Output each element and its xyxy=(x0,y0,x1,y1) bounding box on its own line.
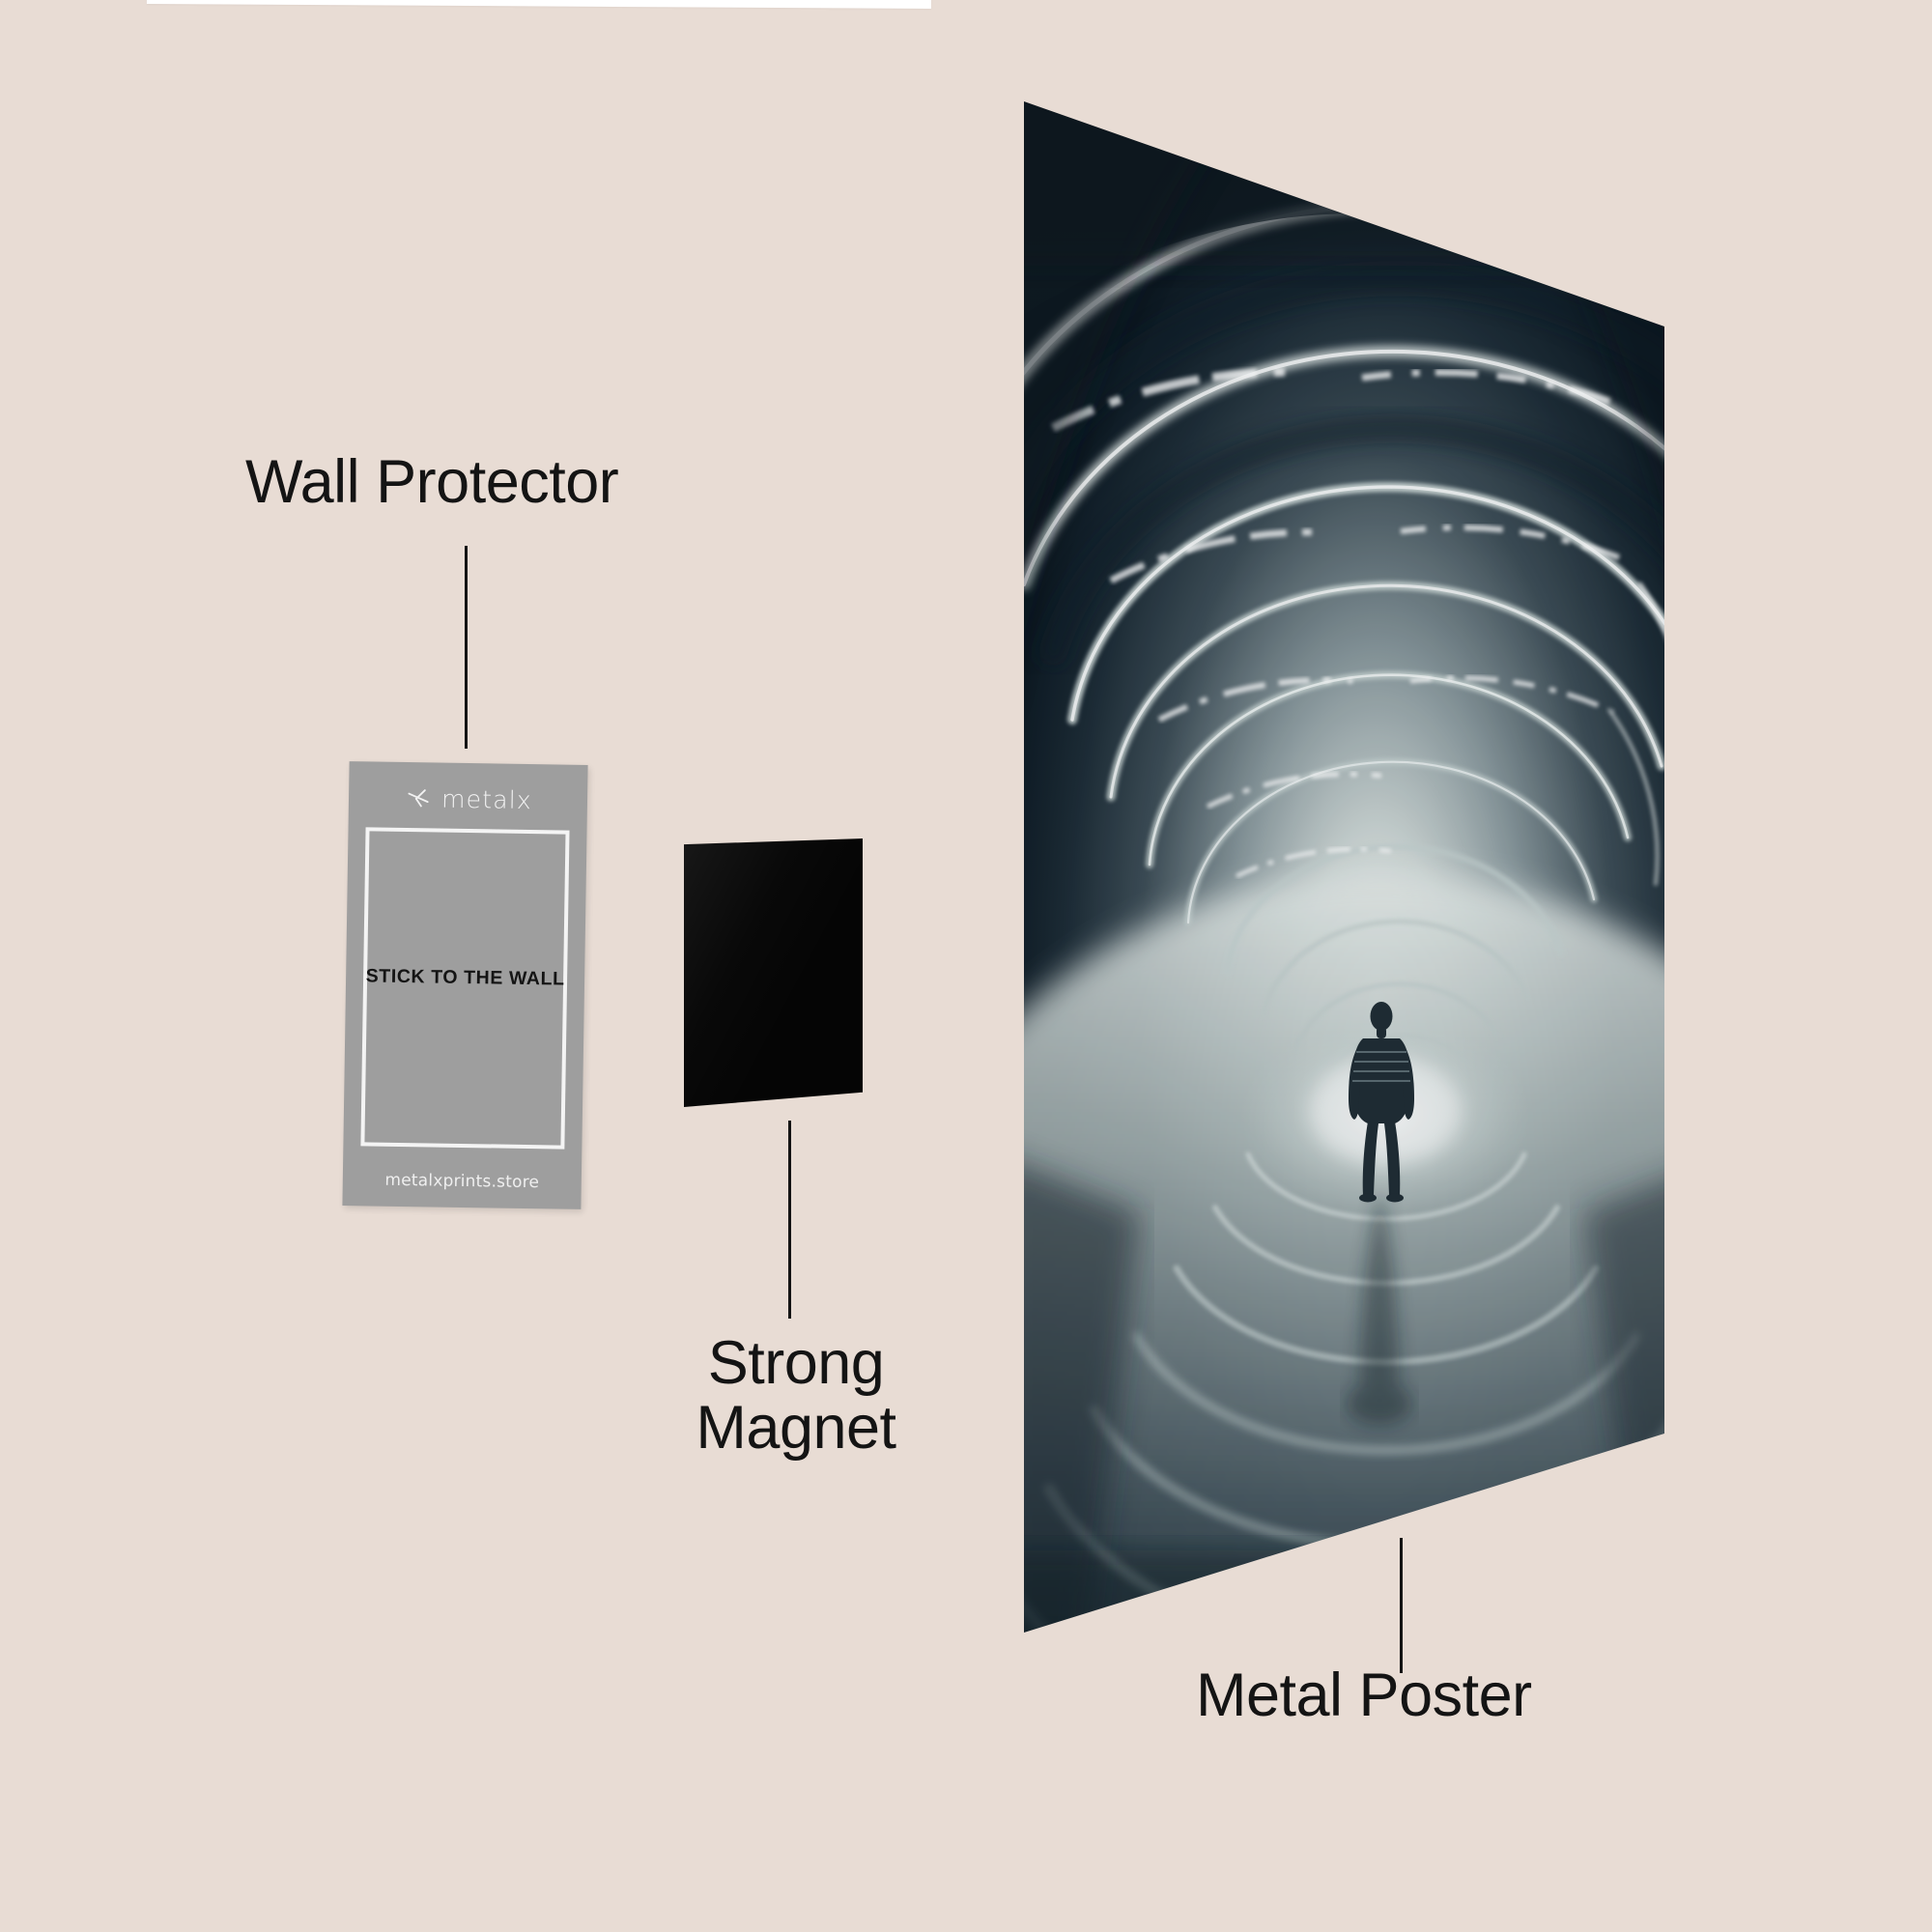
leader-line-metal-poster xyxy=(1400,1538,1403,1673)
metalx-cross-icon xyxy=(408,789,429,808)
wall-protector-headline: STICK TO THE WALL xyxy=(365,965,565,990)
figure-shirt-stripes xyxy=(1352,1051,1410,1082)
magnet-sheen xyxy=(684,838,863,1107)
metal-poster-panel[interactable] xyxy=(1024,101,1664,1633)
label-metal-poster: Metal Poster xyxy=(1196,1662,1532,1729)
label-strong-magnet: Strong Magnet xyxy=(696,1329,896,1462)
strong-magnet-sheet[interactable] xyxy=(684,838,863,1107)
wall-protector-card[interactable]: metalx STICK TO THE WALL metalxprints.st… xyxy=(342,761,588,1209)
leader-line-strong-magnet xyxy=(788,1121,791,1319)
label-wall-protector: Wall Protector xyxy=(245,448,619,516)
leader-line-wall-protector xyxy=(465,546,468,749)
wall-protector-brand-text: metalx xyxy=(440,784,533,814)
tunnel-artwork-illustration xyxy=(1024,101,1664,1633)
wall-protector-store-url: metalxprints.store xyxy=(384,1170,540,1193)
wall-protector-logo: metalx xyxy=(349,782,587,815)
poster-artwork xyxy=(1024,101,1664,1633)
top-white-strip xyxy=(146,0,931,9)
